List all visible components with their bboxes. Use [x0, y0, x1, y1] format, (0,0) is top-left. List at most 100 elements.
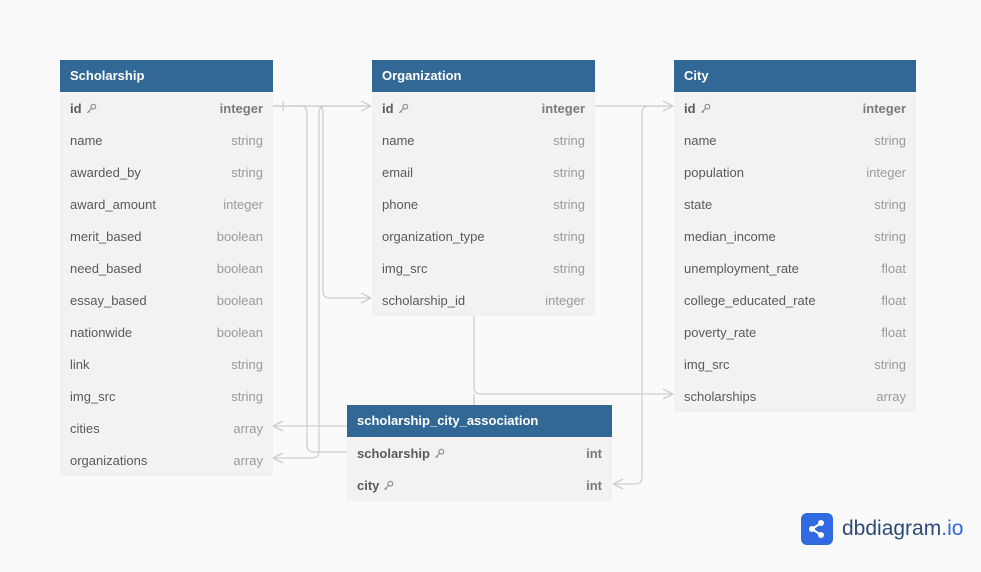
field-name-text: nationwide: [70, 324, 133, 340]
field-row[interactable]: scholarship int: [347, 437, 612, 469]
field-name-text: id: [684, 100, 696, 116]
field-name: nationwide: [70, 325, 132, 340]
field-row[interactable]: award_amount integer: [60, 188, 273, 220]
key-icon: [398, 103, 409, 114]
field-name-text: scholarships: [684, 388, 757, 404]
field-name-text: link: [70, 356, 90, 372]
field-type: string: [553, 196, 585, 212]
field-name: name: [70, 133, 103, 148]
table-header[interactable]: scholarship_city_association: [347, 405, 612, 437]
field-name: email: [382, 165, 413, 180]
field-name: award_amount: [70, 197, 156, 212]
field-type: int: [586, 445, 602, 461]
field-name-text: id: [70, 100, 82, 116]
field-type: boolean: [216, 228, 263, 244]
field-name-text: award_amount: [70, 196, 156, 212]
field-type: float: [881, 324, 906, 340]
table-header[interactable]: Organization: [372, 60, 595, 92]
field-row[interactable]: cities array: [60, 412, 273, 444]
field-type: boolean: [216, 260, 263, 276]
field-name: id: [382, 101, 409, 116]
field-row[interactable]: nationwide boolean: [60, 316, 273, 348]
field-name: scholarship_id: [382, 293, 465, 308]
field-name-text: scholarship_id: [382, 292, 466, 308]
field-type: integer: [541, 100, 585, 116]
dbdiagram-brand[interactable]: dbdiagram.io: [801, 513, 963, 545]
field-row[interactable]: poverty_rate float: [674, 316, 916, 348]
field-type: array: [233, 452, 263, 468]
field-row[interactable]: population integer: [674, 156, 916, 188]
brand-name: dbdiagram.io: [842, 517, 963, 541]
field-row[interactable]: college_educated_rate float: [674, 284, 916, 316]
field-name: essay_based: [70, 293, 147, 308]
field-type: integer: [223, 196, 263, 212]
field-type: boolean: [216, 324, 263, 340]
field-type: array: [233, 420, 263, 436]
field-type: boolean: [216, 292, 263, 308]
field-row[interactable]: name string: [674, 124, 916, 156]
field-name-text: name: [382, 132, 415, 148]
field-row[interactable]: essay_based boolean: [60, 284, 273, 316]
edge-scholarship-orgscholarshipid: [273, 105, 372, 304]
field-name: name: [684, 133, 717, 148]
field-type: float: [881, 292, 906, 308]
brand-tld-text: .io: [941, 517, 964, 540]
edge-scholarship-association: [273, 105, 358, 458]
field-type: string: [231, 132, 263, 148]
field-type: integer: [866, 164, 906, 180]
table-scholarship-city-association[interactable]: scholarship_city_association scholarship i…: [347, 405, 612, 501]
field-name-text: cities: [70, 420, 100, 436]
table-header[interactable]: City: [674, 60, 916, 92]
edge-organization-city: [595, 100, 674, 112]
field-name: state: [684, 197, 712, 212]
field-name-text: email: [382, 164, 414, 180]
field-name: unemployment_rate: [684, 261, 799, 276]
field-type: string: [231, 164, 263, 180]
field-row[interactable]: email string: [372, 156, 595, 188]
field-row[interactable]: id integer: [372, 92, 595, 124]
field-name-text: poverty_rate: [684, 324, 757, 340]
field-type: string: [553, 228, 585, 244]
field-name: scholarship: [357, 446, 445, 461]
field-name-text: img_src: [70, 388, 116, 404]
key-icon: [700, 103, 711, 114]
field-row[interactable]: merit_based boolean: [60, 220, 273, 252]
field-name-text: scholarship: [357, 445, 430, 461]
field-row[interactable]: name string: [60, 124, 273, 156]
table-header[interactable]: Scholarship: [60, 60, 273, 92]
field-name-text: name: [70, 132, 103, 148]
field-name-text: state: [684, 196, 713, 212]
edge-scholarship-cities-association: [272, 420, 347, 432]
field-name: merit_based: [70, 229, 142, 244]
field-type: string: [874, 356, 906, 372]
brand-name-text: dbdiagram: [842, 517, 942, 540]
field-type: string: [553, 164, 585, 180]
field-name-text: essay_based: [70, 292, 147, 308]
edge-city-association: [612, 105, 673, 490]
field-name: img_src: [70, 389, 116, 404]
field-name: population: [684, 165, 744, 180]
field-type: string: [874, 132, 906, 148]
field-name-text: college_educated_rate: [684, 292, 816, 308]
